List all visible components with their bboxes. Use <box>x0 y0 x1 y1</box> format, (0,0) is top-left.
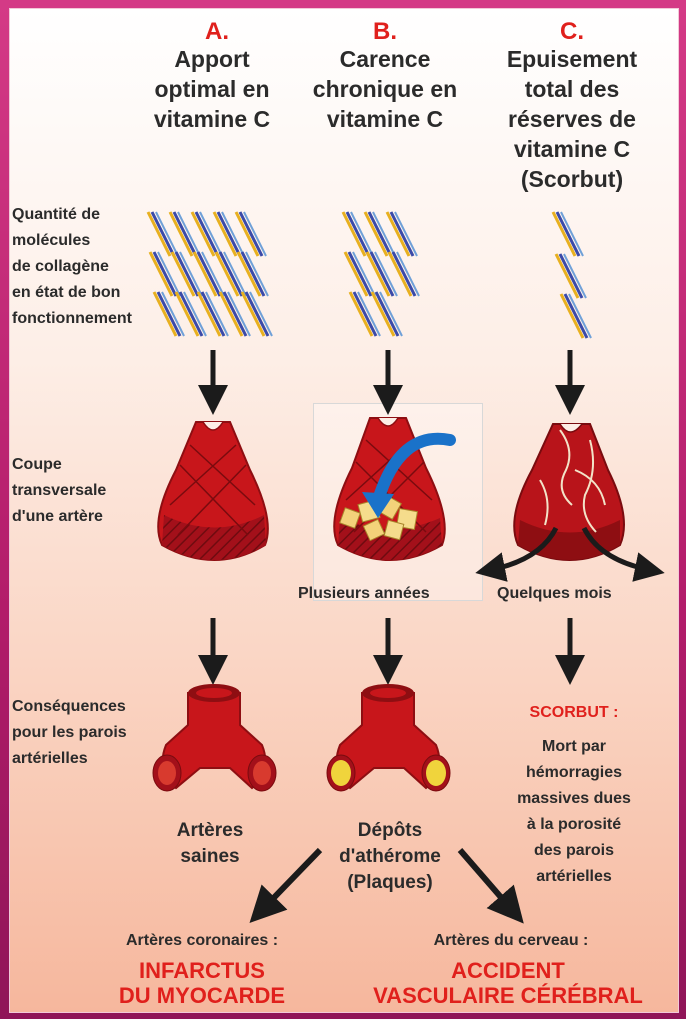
outcome-line: saines <box>135 844 285 870</box>
scorbut-line: hémorragies <box>484 760 664 786</box>
outcome-line: Artères <box>135 818 285 844</box>
scorbut-line: des parois <box>484 838 664 864</box>
scorbut-title: SCORBUT : <box>484 704 664 722</box>
scorbut-line: massives dues <box>484 786 664 812</box>
outcome-plaque: Dépôts d'athérome (Plaques) <box>305 818 475 896</box>
avc-line: VASCULAIRE CÉRÉBRAL <box>338 983 678 1008</box>
outcome-line: (Plaques) <box>305 870 475 896</box>
scorbut-line: artérielles <box>484 864 664 890</box>
artery-section-healthy <box>158 422 268 560</box>
label-coronary: Artères coronaires : <box>92 932 312 950</box>
outcome-line: d'athérome <box>305 844 475 870</box>
artery-section-plaque <box>334 418 450 560</box>
scorbut-line: Mort par <box>484 734 664 760</box>
artery-bifurcation-plaque <box>327 684 450 791</box>
caption-months: Quelques mois <box>497 585 612 603</box>
avc-line: ACCIDENT <box>338 958 678 983</box>
label-brain: Artères du cerveau : <box>396 932 626 950</box>
scorbut-line: à la porosité <box>484 812 664 838</box>
collagen-bundle-b <box>343 212 419 336</box>
collagen-bundle-c <box>553 212 591 338</box>
avc-text: ACCIDENT VASCULAIRE CÉRÉBRAL <box>338 958 678 1008</box>
artery-bifurcation-healthy <box>153 684 276 791</box>
outcome-healthy: Artères saines <box>135 818 285 870</box>
infarctus-line: INFARCTUS <box>62 958 342 983</box>
infarctus-text: INFARCTUS DU MYOCARDE <box>62 958 342 1008</box>
collagen-bundle-a <box>148 212 272 336</box>
artery-section-scurvy <box>514 424 624 560</box>
outcome-line: Dépôts <box>305 818 475 844</box>
scorbut-description: Mort par hémorragies massives dues à la … <box>484 734 664 890</box>
infarctus-line: DU MYOCARDE <box>62 983 342 1008</box>
caption-years: Plusieurs années <box>298 585 430 603</box>
